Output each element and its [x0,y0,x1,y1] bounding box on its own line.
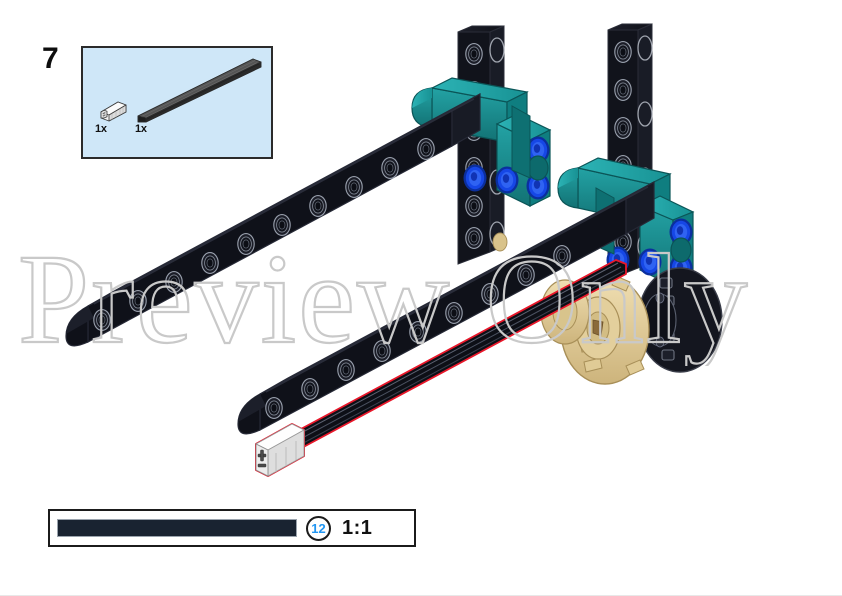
step-number: 7 [42,42,59,75]
part-quantity-connector: 1x [95,123,107,135]
scale-ratio-label: 1:1 [342,517,373,539]
assembly-illustration [60,20,790,490]
scale-reference-bar: 12 1:1 [48,509,416,547]
long-black-liftarm-lower [237,180,655,435]
long-black-liftarm-upper [65,92,481,347]
tan-bush-detail [492,232,508,252]
part-axle-connector-icon [95,96,129,122]
part-technic-axle-icon [135,56,267,124]
part-quantity-axle: 1x [135,123,147,135]
blue-pin-set-lower [606,218,693,282]
parts-callout-inner: 1x 1x [83,48,271,157]
white-axle-connector-highlighted[interactable] [255,423,305,477]
teal-angled-beam-upper-rear [511,105,531,179]
black-gear [637,267,723,373]
scale-length-badge: 12 [306,515,331,541]
parts-callout-box: 1x 1x [81,46,273,159]
scale-beam-graphic [57,519,297,537]
